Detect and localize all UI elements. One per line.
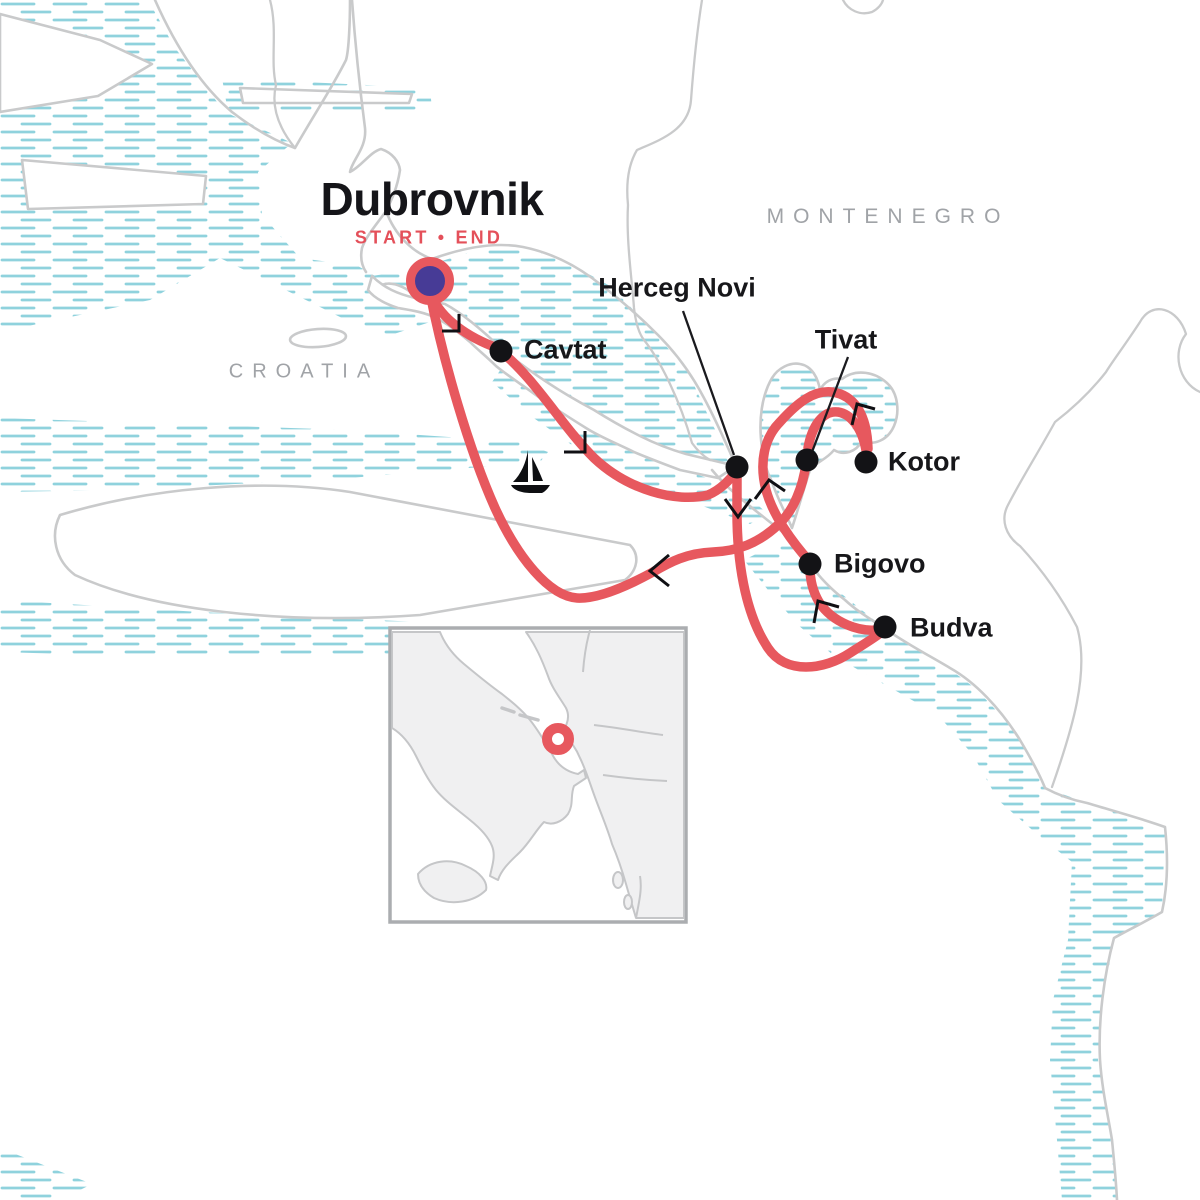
route-leg-cavtat-hercegnovi xyxy=(498,348,741,503)
start-end-marker xyxy=(406,257,454,305)
route-leg-tivat-dubrovnik xyxy=(425,288,811,603)
inset-borders xyxy=(582,630,668,919)
islet-1 xyxy=(288,327,348,349)
leader-tivat xyxy=(810,356,850,453)
route-leg-hercegnovi-budva xyxy=(732,465,888,672)
hatch-se-coast-band xyxy=(744,537,1165,1200)
route-direction-arrow xyxy=(564,431,587,454)
route-direction-arrow xyxy=(442,314,461,333)
route-direction-arrow xyxy=(850,402,876,426)
inset-italy xyxy=(392,631,587,881)
island-small-rect xyxy=(20,158,208,211)
route-direction-arrows xyxy=(442,314,876,624)
route-leg-kotor-tivat xyxy=(803,407,871,455)
inset-map xyxy=(388,626,688,924)
coast-southeast xyxy=(710,468,1169,1200)
hatch-band-upper xyxy=(0,418,548,492)
route-direction-arrow xyxy=(647,553,670,588)
border-top-hump xyxy=(841,0,885,15)
hatch-open-sea-band xyxy=(492,362,768,524)
island-long-quad xyxy=(53,484,638,620)
stop-dot-bigovo xyxy=(798,552,822,576)
stop-dot-herceg-novi xyxy=(725,455,749,479)
stop-dot-tivat xyxy=(795,448,819,472)
inset-islands xyxy=(500,706,633,910)
leader-herceg-novi xyxy=(681,310,736,456)
inset-sicily xyxy=(417,860,488,904)
island-triangle xyxy=(0,12,154,114)
label-leaders xyxy=(681,310,850,456)
stop-markers xyxy=(406,257,897,639)
border-right-loop xyxy=(1003,308,1200,789)
coast-peljesac xyxy=(348,0,402,274)
sailboat-icon xyxy=(511,450,550,493)
hatch-bottomleft-corner xyxy=(0,1148,92,1200)
route-direction-arrow xyxy=(753,477,786,500)
stop-dot-kotor xyxy=(854,450,878,474)
inset-location-ring xyxy=(542,723,574,755)
route-leg-bigovo-kotor xyxy=(758,387,873,567)
route-direction-arrow xyxy=(723,498,753,520)
stop-dot-cavtat xyxy=(489,339,513,363)
route-direction-arrow xyxy=(812,599,840,624)
border-croatia-inland xyxy=(268,0,297,150)
stop-dot-budva xyxy=(873,615,897,639)
border-montenegro-inland xyxy=(626,0,712,462)
hatch-cavtat-strait xyxy=(372,247,736,466)
